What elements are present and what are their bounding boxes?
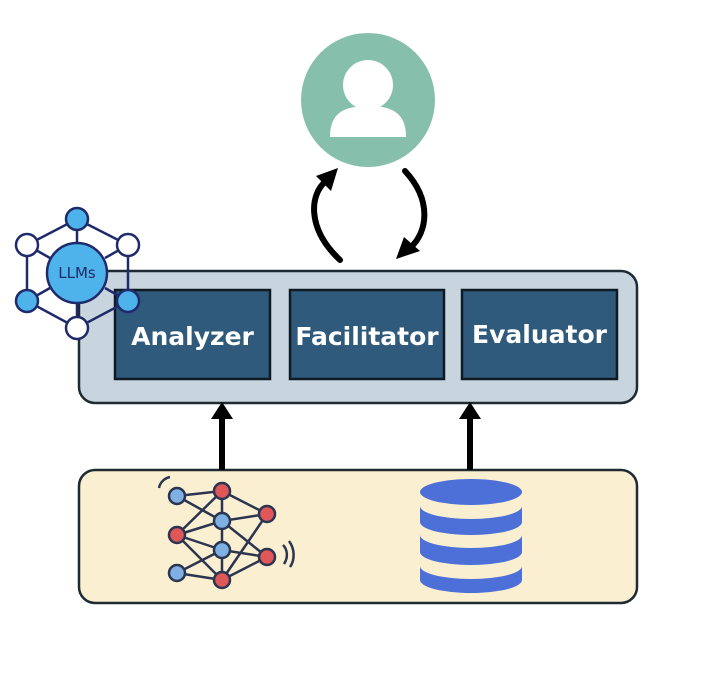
arrowhead-analyzer [211,402,233,419]
arrow-facilitator-to-user [311,178,343,263]
evaluator-label: Evaluator [472,320,608,349]
evaluator-module: Evaluator [460,288,619,381]
llm-label: LLMs [58,264,96,282]
database-icon [420,479,522,593]
data-panel [77,468,639,605]
analyzer-label: Analyzer [131,322,254,351]
arrowhead-to-facilitator [396,237,420,259]
arrowhead-evaluator [459,402,481,419]
analyzer-module: Analyzer [113,288,272,381]
facilitator-module: Facilitator [288,288,446,381]
facilitator-label: Facilitator [295,322,439,351]
neural-network-icon [157,475,295,590]
arrowhead-to-user [316,168,338,191]
llm-network-icon: LLMs [14,206,141,341]
user-icon [301,33,435,167]
arrow-user-to-facilitator [402,168,428,251]
